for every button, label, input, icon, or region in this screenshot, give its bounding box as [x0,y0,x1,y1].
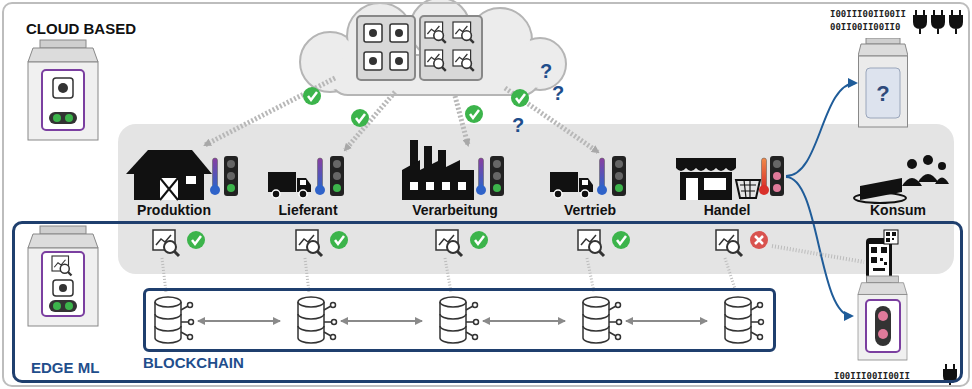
binary-stream: 00II00II00II0 [830,22,900,33]
stage-label: Vertrieb [564,202,616,220]
stage-label: Handel [704,202,751,220]
stage-node: Vertrieb [544,132,636,220]
stage-node: Produktion [122,132,226,220]
stage-label: Verarbeitung [412,202,498,220]
stage-label: Produktion [137,202,211,220]
question-mark: ? [552,82,564,104]
panel-heading: CLOUD BASED [26,20,968,37]
stage-node: Lieferant [262,132,354,220]
stage-label: Lieferant [278,202,337,220]
flow-arrow [786,83,856,176]
blockchain-box: BLOCKCHAIN [143,288,776,352]
stage-node: Handel [668,132,786,220]
panel-heading: BLOCKCHAIN [143,354,244,371]
stage-label: Konsum [870,202,926,220]
milk-carton: ? [858,38,908,128]
stage-node: Verarbeitung [398,132,512,220]
edge-panel: EDGE ML BLOCKCHAIN [12,221,963,383]
binary-stream: I00III00II00II [834,371,910,382]
panel-heading: EDGE ML [31,359,99,376]
stage-node: Konsum [848,158,948,220]
binary-stream: I00III00II00II [830,9,906,20]
question-mark: ? [540,60,552,82]
carton-mark: ? [876,81,889,107]
question-mark: ? [512,114,524,136]
